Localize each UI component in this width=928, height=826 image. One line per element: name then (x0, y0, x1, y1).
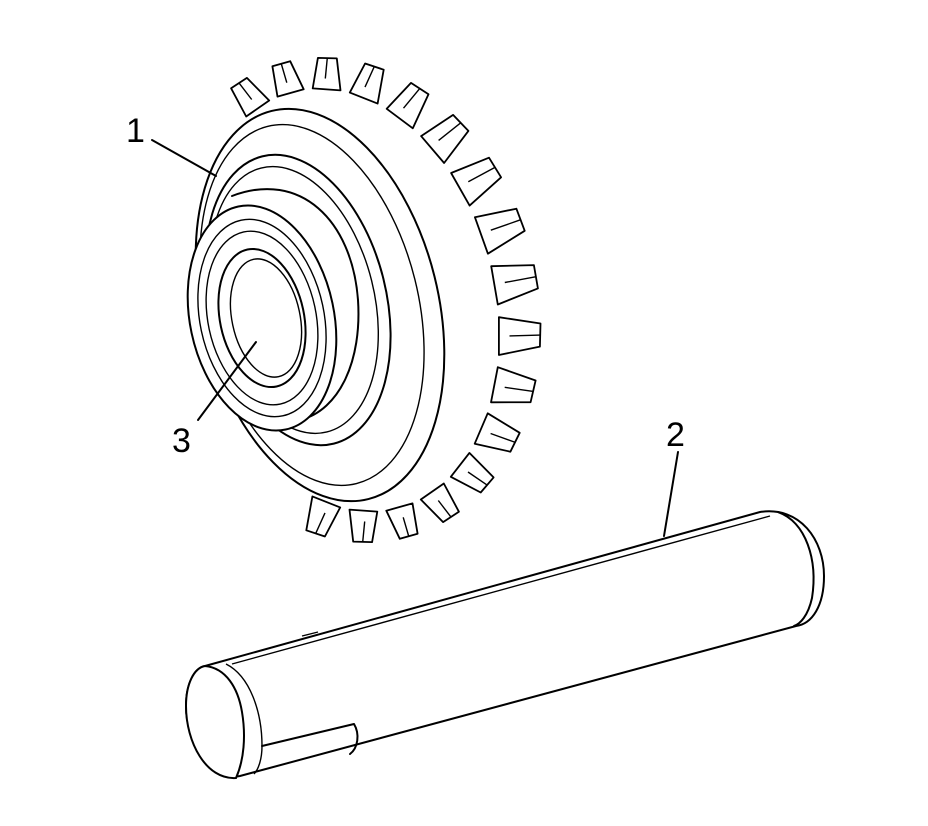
gear-tooth (348, 508, 379, 543)
gear-tooth-ridge (314, 512, 326, 534)
gear-tooth-ridge (467, 166, 496, 183)
gear-tooth-ridge (238, 82, 253, 100)
gear-tooth (385, 82, 430, 130)
shaft-left-end (184, 664, 245, 780)
gear-tooth (473, 207, 526, 255)
gear-tooth-ridge (402, 87, 421, 109)
gear-tooth-ridge (504, 386, 534, 393)
gear-tooth (449, 451, 495, 494)
gear-tooth-ridge (437, 500, 452, 518)
shaft-notch (301, 631, 319, 637)
gear-bore-inner-edge (229, 258, 303, 378)
gear (186, 57, 542, 543)
gear-tooth (490, 366, 537, 404)
gear-tooth-ridge (509, 334, 541, 337)
gear-collar-ring (197, 218, 327, 418)
gear-tooth-ridge (280, 63, 288, 83)
gear-tooth (271, 60, 305, 98)
gear-tooth-ridge (438, 122, 462, 141)
shaft-body (184, 510, 826, 778)
shaft-top-line (231, 515, 771, 665)
gear-tooth-ridge (504, 276, 537, 284)
gear-tooth-ridge (467, 471, 488, 486)
callout-2-leader (663, 451, 679, 537)
gear-collar-ring-inner (205, 230, 319, 406)
gear-tooth (490, 264, 539, 306)
callout-1-leader (151, 139, 217, 177)
gear-tooth-ridge (362, 521, 366, 543)
gear-collar-side (231, 188, 360, 421)
callout-1: 1 (126, 112, 145, 150)
gear-tooth-ridge (402, 517, 410, 537)
gear-tooth-ridge (490, 432, 516, 444)
gear-tooth (385, 502, 419, 540)
shaft (184, 510, 826, 780)
callout-3: 3 (172, 422, 191, 460)
gear-tooth-ridge (364, 66, 376, 88)
gear-tooth (311, 57, 342, 92)
gear-tooth-ridge (490, 219, 522, 231)
callout-3-leader (197, 341, 257, 421)
gear-bore (217, 247, 307, 389)
gear-teeth (230, 57, 542, 543)
gear-tooth (420, 114, 470, 164)
shaft-slot (261, 723, 359, 755)
gear-tooth-ridge (324, 57, 328, 79)
shaft-right-chamfer (777, 511, 815, 627)
gear-tooth (473, 412, 521, 453)
callout-2: 2 (666, 416, 685, 454)
gear-tooth (450, 156, 503, 207)
